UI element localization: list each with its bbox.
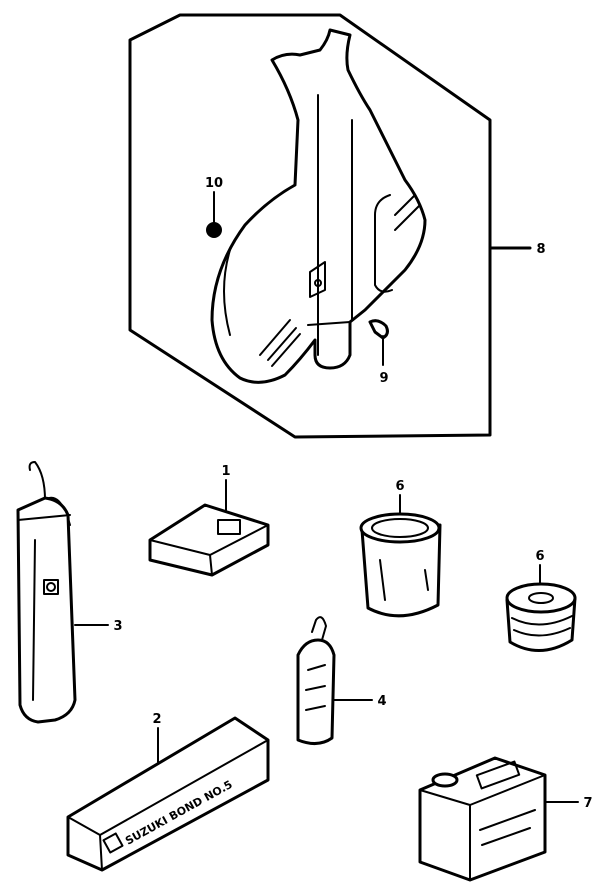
oil-bottle [296, 616, 336, 745]
oil-filter-small [505, 582, 577, 652]
callout-8: 8 [536, 242, 545, 257]
callout-4: 4 [377, 694, 386, 709]
callout-7: 7 [583, 796, 592, 811]
oil-filter-large [359, 512, 442, 618]
callout-10: 10 [205, 176, 223, 191]
callout-3: 3 [113, 619, 122, 634]
bond-package: SUZUKI BOND NO.5 [66, 716, 270, 872]
callout-9: 9 [379, 371, 388, 386]
tool-kit-box [148, 503, 270, 577]
tool-bag-part [16, 461, 77, 724]
assembly-frame [128, 13, 492, 439]
nut-icon [206, 222, 222, 238]
callout-6-small: 6 [535, 549, 544, 564]
liquid-can [418, 756, 547, 882]
guard-part [210, 28, 427, 384]
screw-icon [368, 319, 389, 340]
callout-2: 2 [152, 712, 161, 727]
callout-6-large: 6 [395, 479, 404, 494]
callout-1: 1 [221, 464, 230, 479]
